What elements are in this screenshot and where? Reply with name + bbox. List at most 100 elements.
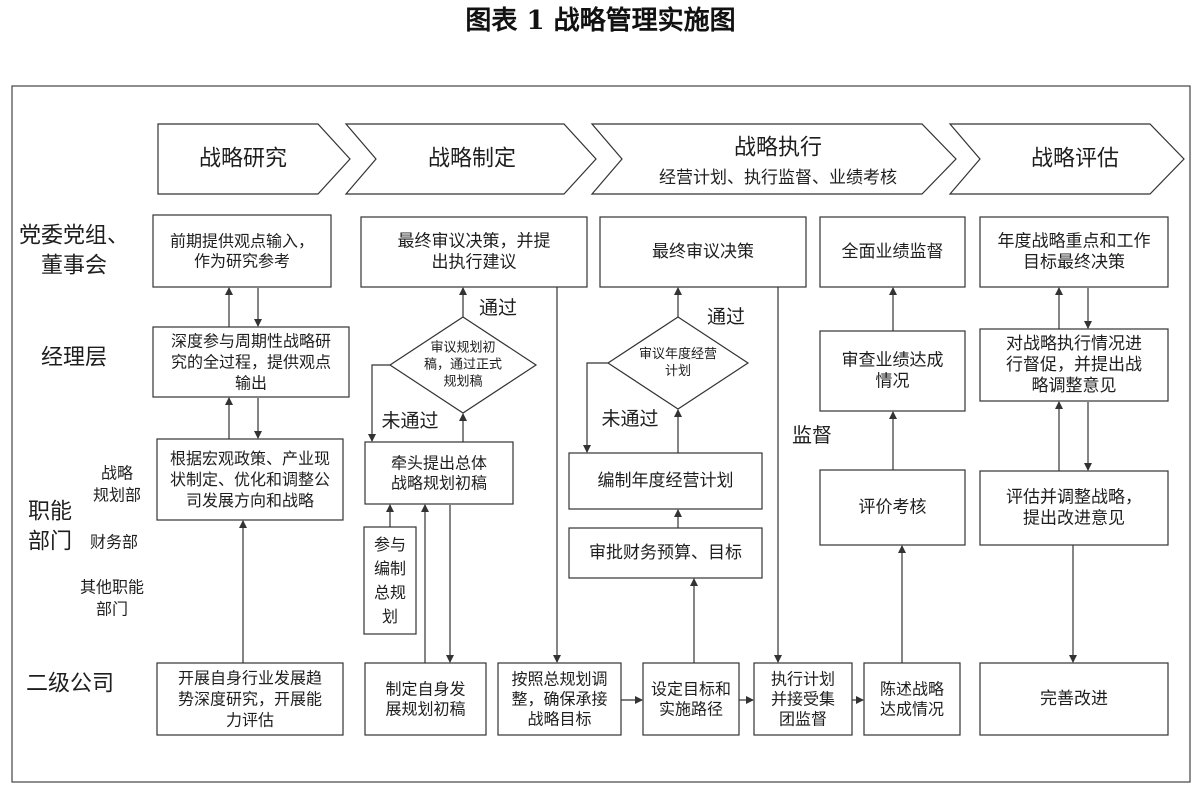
formulate-subdraft-box-text: 制定自身发 [385,680,465,699]
phase-formulate-chevron [344,123,597,195]
row-label-functional: 部门 [28,530,72,555]
row-label-strategy-dept: 战略 [101,464,133,483]
execute-plan-box-text: 编制年度经营计划 [598,471,734,491]
assess-manager-box-text: 行督促，并提出战 [1006,355,1142,375]
assess-board-box [979,216,1169,288]
formulate-subdraft-box [364,662,487,736]
assess-functional-box [979,470,1169,546]
formulate-review-diamond-text: 稿，通过正式 [424,357,502,373]
execute-perfmonitor-box-text: 全面业绩监督 [842,242,944,262]
execute-board-box-text: 最终审议决策 [652,242,754,262]
formulate-participate-box-text: 划 [382,607,398,626]
execute-subexec-box-text: 团监督 [779,710,827,729]
research-board-box [152,214,332,288]
row-label-board: 党委党组、 [19,224,129,249]
research-subsidiary-box-text: 开展自身行业发展趋 [178,669,322,688]
formulate-board-box-text: 出执行建议 [432,253,517,273]
row-label-subsidiary: 二级公司 [26,672,114,697]
row-label-board: 董事会 [41,254,107,279]
execute-subgoal-box-text: 实施路径 [659,700,723,719]
research-manager-box-text: 究的全过程，提供观点 [171,353,331,372]
execute-review-box-text: 审查业绩达成 [842,351,944,371]
phase-execute-sublabel: 经营计划、执行监督、业绩考核 [659,168,897,188]
execute-subgoal-box [642,662,740,736]
research-manager-box-text: 深度参与周期性战略研 [171,332,331,351]
execute-subexec-box [753,662,853,736]
formulate-participate-box-text: 编制 [374,559,406,578]
execute-plan-box [568,452,763,510]
formulate-board-box [360,216,588,288]
row-label-other-dept: 部门 [96,600,128,619]
research-manager-box [152,326,350,398]
execute-supervise-label: 监督 [792,423,832,447]
assess-subsidiary-box [979,662,1169,736]
execute-evaluate-box [819,469,966,546]
assess-board-box-text: 年度战略重点和工作 [998,232,1151,252]
formulate-review-diamond-text: 规划稿 [443,374,482,390]
assess-manager-box-text: 略调整意见 [1032,376,1117,396]
execute-budget-box-text: 审批财务预算、目标 [589,543,742,563]
formulate-participate-box-text: 总规 [374,583,406,602]
research-board-box-text: 前期提供观点输入， [170,232,314,251]
research-functional-box-text: 根据宏观政策、产业现 [170,449,330,468]
phase-formulate-label: 战略制定 [428,147,516,172]
execute-subreport-box [863,662,961,736]
formulate-lead-box [364,441,514,505]
execute-review-box-text: 情况 [876,372,910,392]
phase-assess-chevron [948,123,1185,195]
research-functional-box-text: 司发展方向和战略 [186,491,314,510]
execute-subgoal-box-text: 设定目标和 [651,680,731,699]
phase-research-chevron [157,123,351,195]
research-subsidiary-box [156,662,344,736]
formulate-fail-label: 未通过 [381,410,438,432]
formulate-subdraft-box-text: 展规划初稿 [385,700,465,719]
execute-budget-box [568,527,763,579]
row-label-finance-dept: 财务部 [90,533,138,552]
execute-subexec-box-text: 并接受集 [771,690,835,709]
execute-perfmonitor-box [819,216,966,288]
formulate-participate-box-text: 参与 [374,535,406,554]
assess-manager-box [979,328,1169,402]
formulate-board-box-text: 最终审议决策，并提 [398,232,551,252]
arrow-diamond-fail-to-plan [583,362,608,453]
assess-manager-box-text: 对战略执行情况进 [1006,334,1142,354]
phase-execute-label: 战略执行 [734,136,822,161]
formulate-subalign-box-text: 按照总规划调 [511,670,607,689]
formulate-review-diamond-text: 审议规划初 [430,341,495,356]
execute-review-diamond-text: 计划 [665,364,691,379]
arrow-diamond-fail-to-lead [368,364,390,442]
row-label-functional: 职能 [28,500,72,525]
assess-functional-box-text: 评估并调整战略， [1006,488,1142,508]
row-label-strategy-dept: 规划部 [93,486,141,505]
formulate-subalign-box-text: 整，确保承接 [511,690,607,709]
formulate-pass-label: 通过 [479,297,517,319]
assess-board-box-text: 目标最终决策 [1023,253,1125,273]
row-label-other-dept: 其他职能 [80,578,144,597]
execute-pass-label: 通过 [707,306,745,328]
formulate-lead-box-text: 战略规划初稿 [391,474,487,493]
research-manager-box-text: 输出 [235,374,267,393]
execute-fail-label: 未通过 [601,408,658,430]
formulate-subalign-box [497,662,622,736]
outer-frame [11,85,1191,783]
execute-subexec-box-text: 执行计划 [771,670,835,689]
formulate-subalign-box-text: 战略目标 [527,710,591,729]
execute-review-box [819,330,966,412]
execute-subreport-box-text: 达成情况 [880,700,944,719]
execute-evaluate-box-text: 评价考核 [859,498,927,518]
execute-review-diamond-text: 审议年度经营 [639,346,717,362]
formulate-participate-box [363,526,417,635]
research-subsidiary-box-text: 势深度研究，开展能 [178,690,322,709]
phase-research-label: 战略研究 [199,147,287,172]
phase-assess-label: 战略评估 [1031,147,1119,172]
execute-review-diamond [606,316,750,410]
assess-functional-box-text: 提出改进意见 [1023,509,1125,529]
assess-subsidiary-box-text: 完善改进 [1040,689,1108,709]
formulate-lead-box-text: 牵头提出总体 [391,454,487,473]
execute-board-box [599,216,807,288]
figure-title: 图表 1 战略管理实施图 [465,6,736,36]
research-subsidiary-box-text: 力评估 [226,711,274,730]
row-label-manager: 经理层 [41,346,107,371]
phase-execute-chevron [590,123,957,195]
